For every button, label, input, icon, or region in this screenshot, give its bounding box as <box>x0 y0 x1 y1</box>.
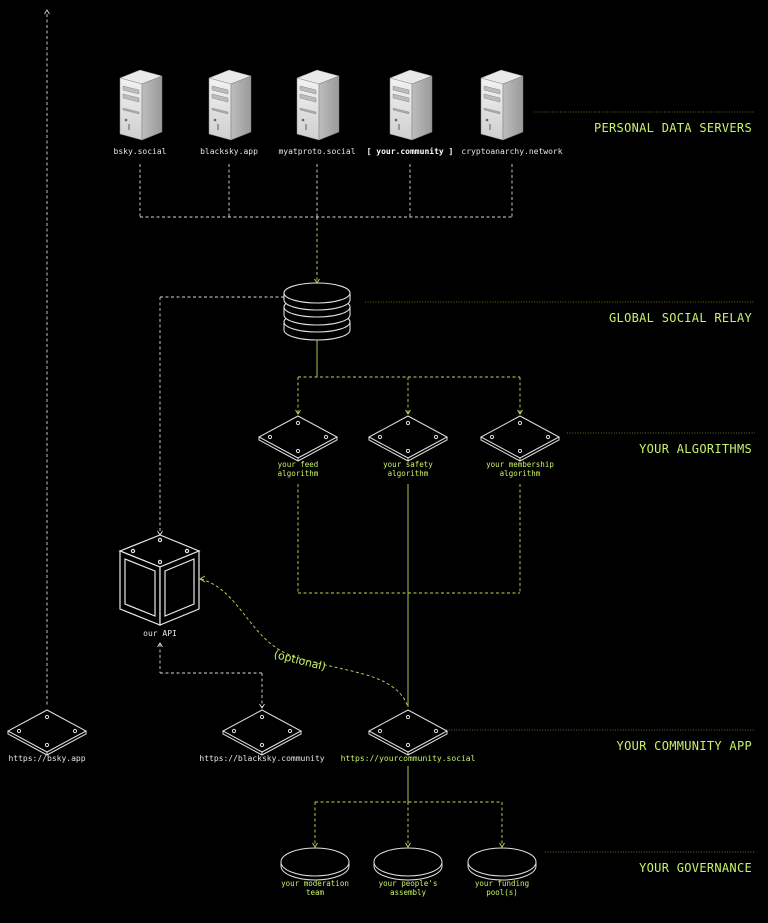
algorithms-to-app <box>297 484 521 707</box>
governance-label-line1: your moderation <box>281 879 349 888</box>
servers <box>119 69 524 141</box>
optional-connection <box>199 575 409 708</box>
left-feed-line <box>44 9 50 705</box>
server-icon <box>480 69 524 141</box>
tier-label-pds: PERSONAL DATA SERVERS <box>594 121 752 135</box>
relay-to-algorithms <box>295 340 523 415</box>
app-tiles <box>6 709 449 756</box>
governance-labels: your moderation team your people's assem… <box>281 879 529 897</box>
moderation-team-disk <box>280 847 350 881</box>
tier-label-algorithms: YOUR ALGORITHMS <box>639 442 752 456</box>
server-icon <box>119 69 163 141</box>
server-icon <box>296 69 340 141</box>
tier-label-governance: YOUR GOVERNANCE <box>639 861 752 875</box>
server-label: myatproto.social <box>278 147 355 156</box>
bsky-app-tile <box>6 709 88 756</box>
funding-pool-disk <box>467 847 537 881</box>
server-label: bsky.social <box>114 147 167 156</box>
tier-label-app: YOUR COMMUNITY APP <box>617 739 752 753</box>
algorithm-labels: your feed algorithm your safety algorith… <box>278 460 555 478</box>
algorithm-label-line2: algorithm <box>500 469 541 478</box>
app-label: https://bsky.app <box>8 754 85 763</box>
algorithm-label-line1: your feed <box>278 460 319 469</box>
tier-guides <box>365 111 755 853</box>
membership-algorithm-tile <box>479 415 561 462</box>
algorithm-label-line1: your membership <box>486 460 554 469</box>
app-to-governance <box>312 766 505 848</box>
governance-label-line2: pool(s) <box>486 888 518 897</box>
api-to-blacksky-line <box>157 642 265 709</box>
app-label: https://blacksky.community <box>199 754 324 763</box>
server-bus <box>139 164 513 284</box>
server-icon <box>389 69 433 141</box>
safety-algorithm-tile <box>367 415 449 462</box>
governance-disks <box>280 847 537 881</box>
blacksky-app-tile <box>221 709 303 756</box>
relay-to-api-line <box>157 296 284 536</box>
tier-labels: PERSONAL DATA SERVERS GLOBAL SOCIAL RELA… <box>594 121 752 875</box>
governance-label-line1: your funding <box>475 879 529 888</box>
algorithm-label-line2: algorithm <box>278 469 319 478</box>
server-labels: bsky.social blacksky.app myatproto.socia… <box>114 146 563 156</box>
algorithm-label-line2: algorithm <box>388 469 429 478</box>
feed-algorithm-tile <box>257 415 339 462</box>
app-label-community: https://yourcommunity.social <box>341 754 476 763</box>
server-label: blacksky.app <box>200 147 258 156</box>
governance-label-line1: your people's <box>379 879 438 888</box>
optional-label: (optional) <box>272 648 327 673</box>
server-label-highlight: [ your.community ] <box>367 146 454 156</box>
tier-label-relay: GLOBAL SOCIAL RELAY <box>609 311 752 325</box>
governance-label-line2: assembly <box>390 888 427 897</box>
algorithm-tiles <box>257 415 561 462</box>
api-cube-icon <box>118 534 201 626</box>
server-icon <box>208 69 252 141</box>
governance-label-line2: team <box>306 888 325 897</box>
algorithm-label-line1: your safety <box>383 460 433 469</box>
app-labels: https://bsky.app https://blacksky.commun… <box>8 754 475 763</box>
peoples-assembly-disk <box>373 847 443 881</box>
community-app-tile <box>367 709 449 756</box>
api-label: our API <box>143 629 177 638</box>
server-label: cryptoanarchy.network <box>461 147 562 156</box>
relay-database-icon <box>283 282 351 341</box>
